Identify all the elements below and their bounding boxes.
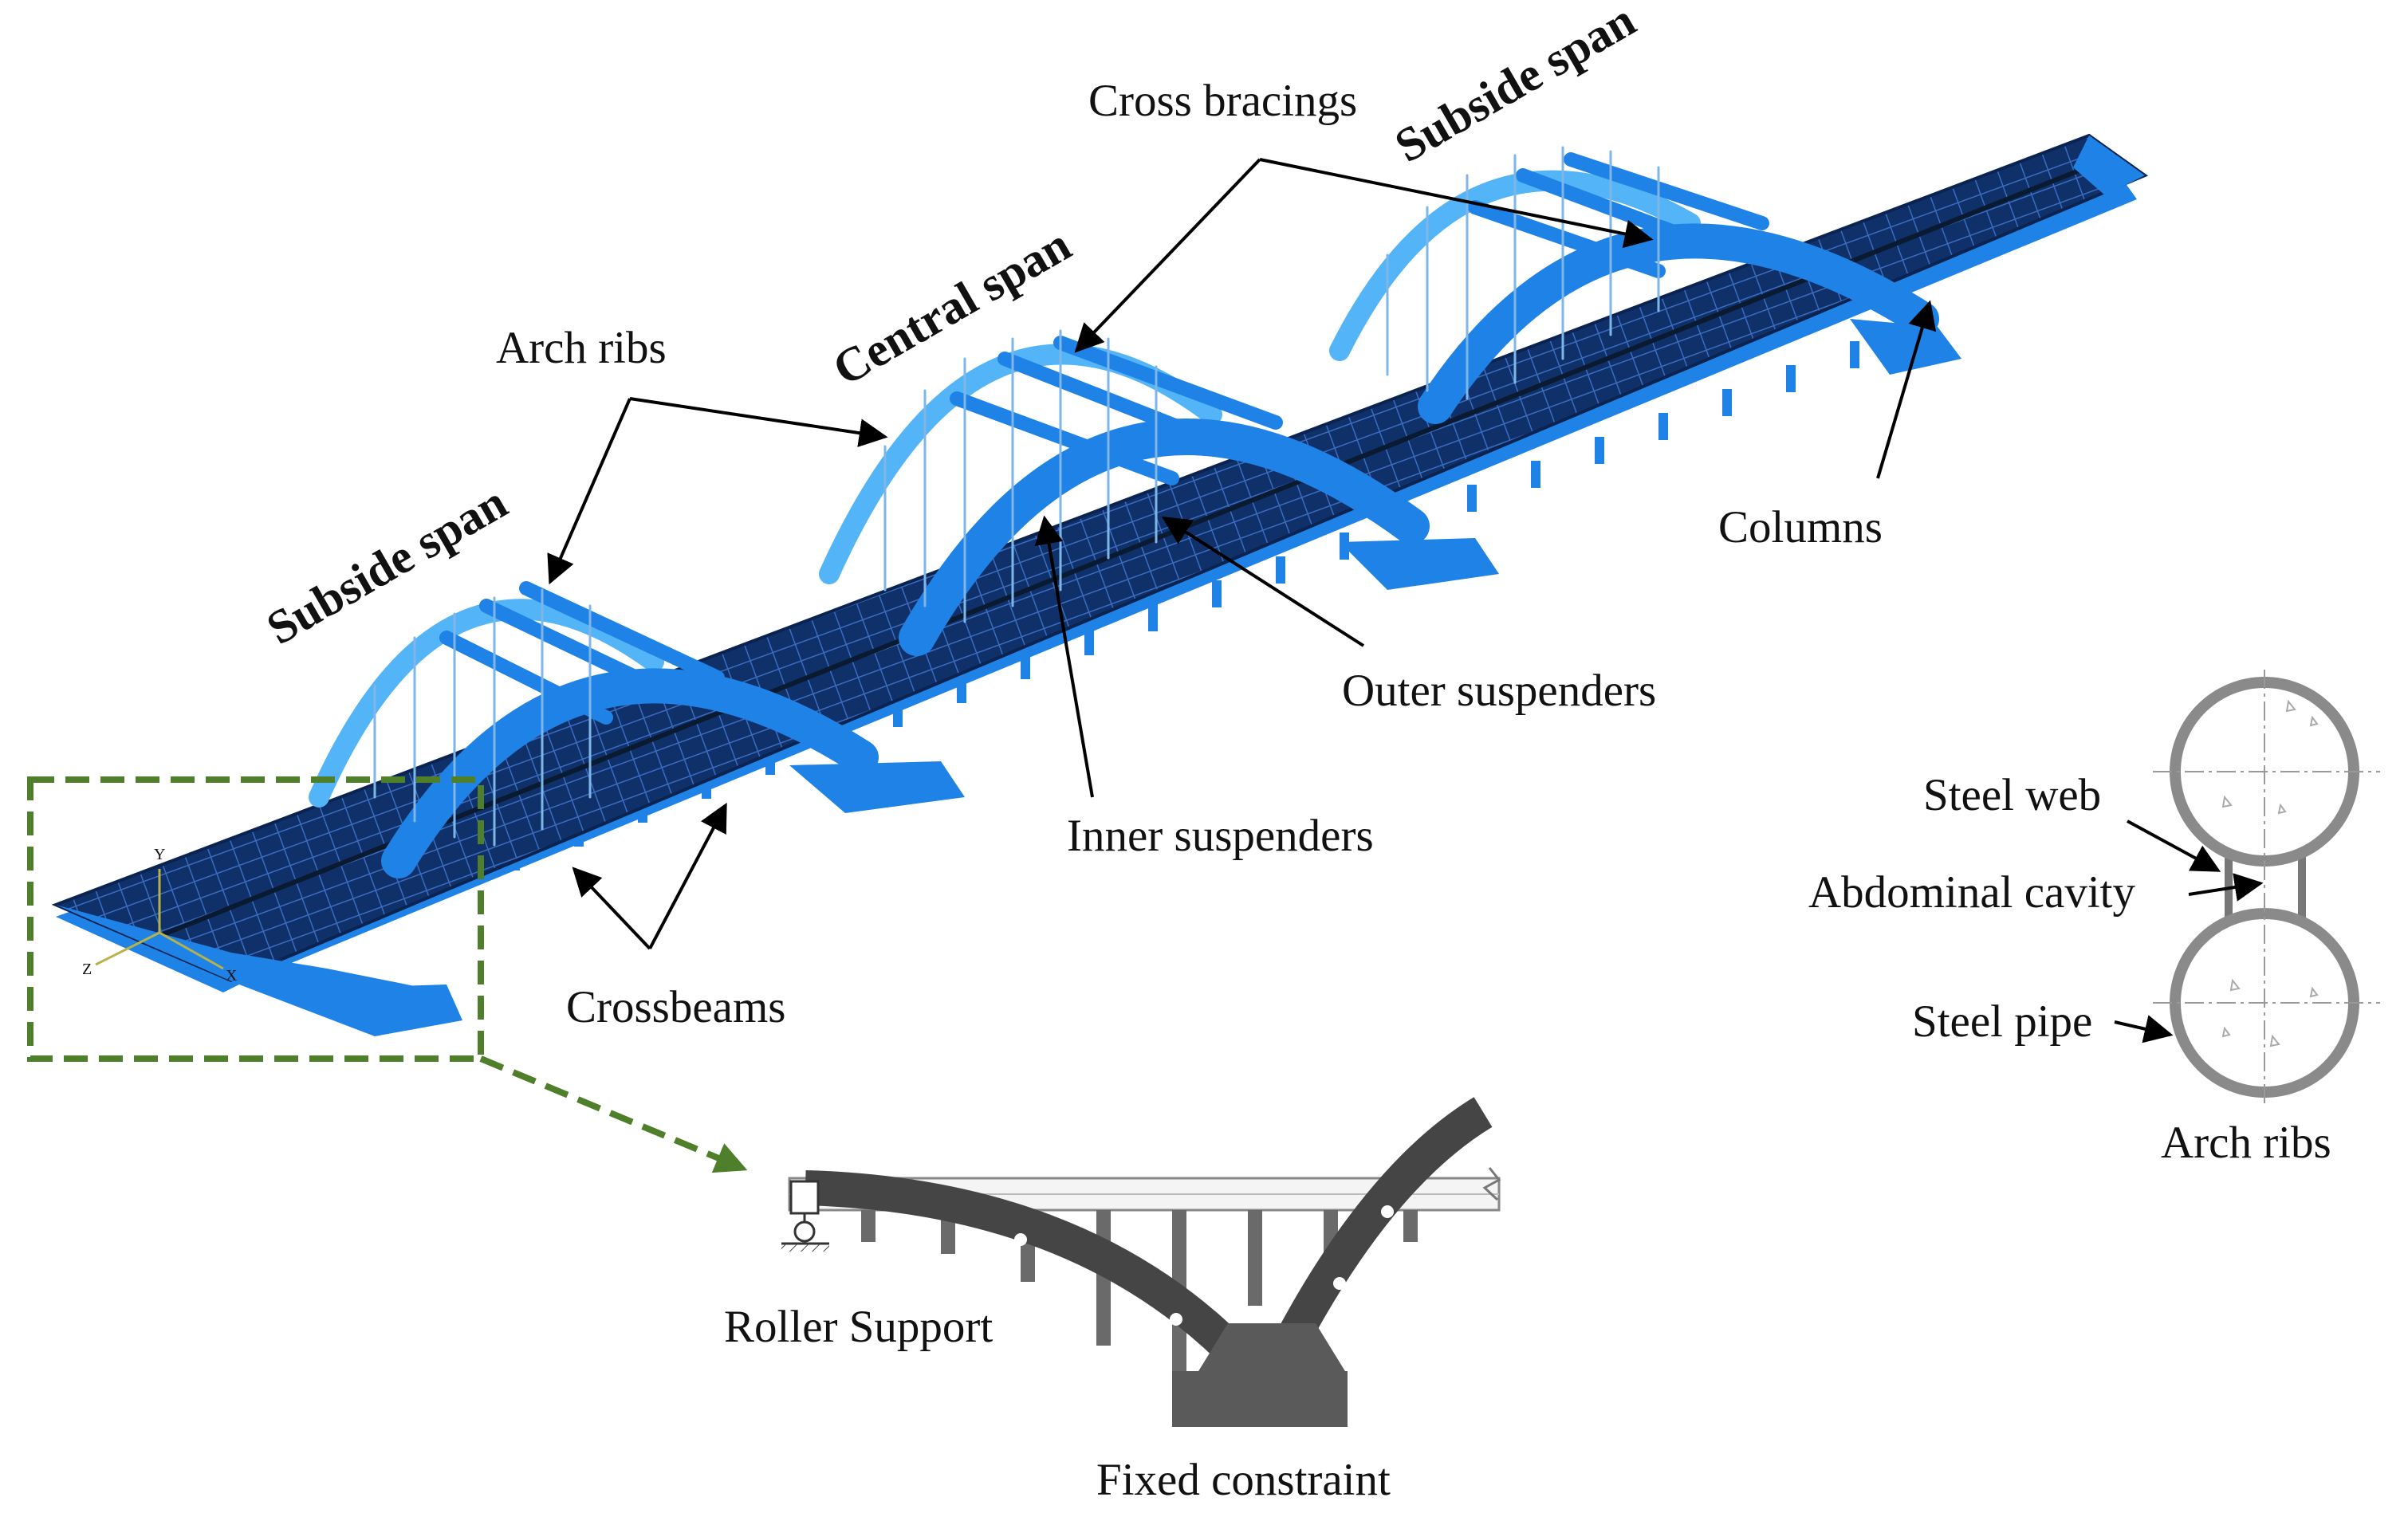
axis-x-label: X xyxy=(226,967,238,984)
arrow-outer-suspenders xyxy=(1161,517,1365,647)
bridge-model xyxy=(51,133,2149,1036)
callout-arrows xyxy=(547,158,1937,950)
zoom-highlight xyxy=(27,776,748,1173)
axis-z-label: Z xyxy=(82,961,92,978)
section-arrows xyxy=(2114,819,2264,1043)
label-inner-suspenders: Inner suspenders xyxy=(1067,811,1374,861)
arrow-crossbeams-2 xyxy=(648,802,727,949)
central-arches xyxy=(819,329,1430,656)
arrow-arch-ribs-2 xyxy=(629,397,888,447)
roller-support-symbol xyxy=(781,1180,829,1252)
detail-arch-right xyxy=(1260,1097,1493,1379)
right-abutment xyxy=(2073,136,2145,195)
arrow-abdominal-cavity xyxy=(2188,873,2264,902)
arrow-columns xyxy=(1876,300,1937,479)
label-subside-span-right: Subside span xyxy=(1387,0,1644,172)
support-detail xyxy=(781,1097,1501,1427)
axis-y-label: Y xyxy=(154,846,165,863)
highlight-arrow xyxy=(479,1055,748,1173)
label-crossbeams: Crossbeams xyxy=(566,982,785,1032)
section-centerlines xyxy=(2153,670,2380,1104)
label-steel-web: Steel web xyxy=(1923,770,2101,820)
break-mark xyxy=(1482,1167,1501,1201)
cross-section xyxy=(2114,670,2380,1104)
label-fixed-constraint: Fixed constraint xyxy=(1096,1455,1391,1505)
arrow-cross-bracings-2 xyxy=(1259,158,1654,249)
left-subside-arches xyxy=(309,581,879,878)
axis-triad: Y Z X xyxy=(82,846,238,984)
arrow-arch-ribs-1 xyxy=(547,398,632,585)
deck-centerline xyxy=(142,153,2119,945)
fixed-base xyxy=(1172,1371,1348,1427)
concrete-fill-marks xyxy=(2221,699,2319,1047)
fixed-base-top xyxy=(1196,1323,1348,1375)
arrow-crossbeams-1 xyxy=(572,867,651,950)
label-columns: Columns xyxy=(1718,502,1883,552)
label-arch-ribs: Arch ribs xyxy=(496,323,667,373)
highlight-box xyxy=(27,776,484,1062)
label-steel-pipe: Steel pipe xyxy=(1912,996,2092,1047)
arrow-steel-web xyxy=(2127,819,2221,872)
label-outer-suspenders: Outer suspenders xyxy=(1342,666,1656,716)
label-section-caption: Arch ribs xyxy=(2161,1118,2331,1168)
label-abdominal-cavity: Abdominal cavity xyxy=(1808,867,2135,918)
label-cross-bracings: Cross bracings xyxy=(1088,76,1357,126)
arrow-cross-bracings-1 xyxy=(1074,158,1261,353)
label-roller-support: Roller Support xyxy=(724,1302,993,1352)
detail-arch-left xyxy=(805,1170,1265,1383)
label-subside-span-left: Subside span xyxy=(258,475,516,654)
left-abutment xyxy=(56,905,447,1036)
arrow-inner-suspenders xyxy=(1034,515,1094,798)
arrow-steel-pipe xyxy=(2114,1015,2174,1043)
